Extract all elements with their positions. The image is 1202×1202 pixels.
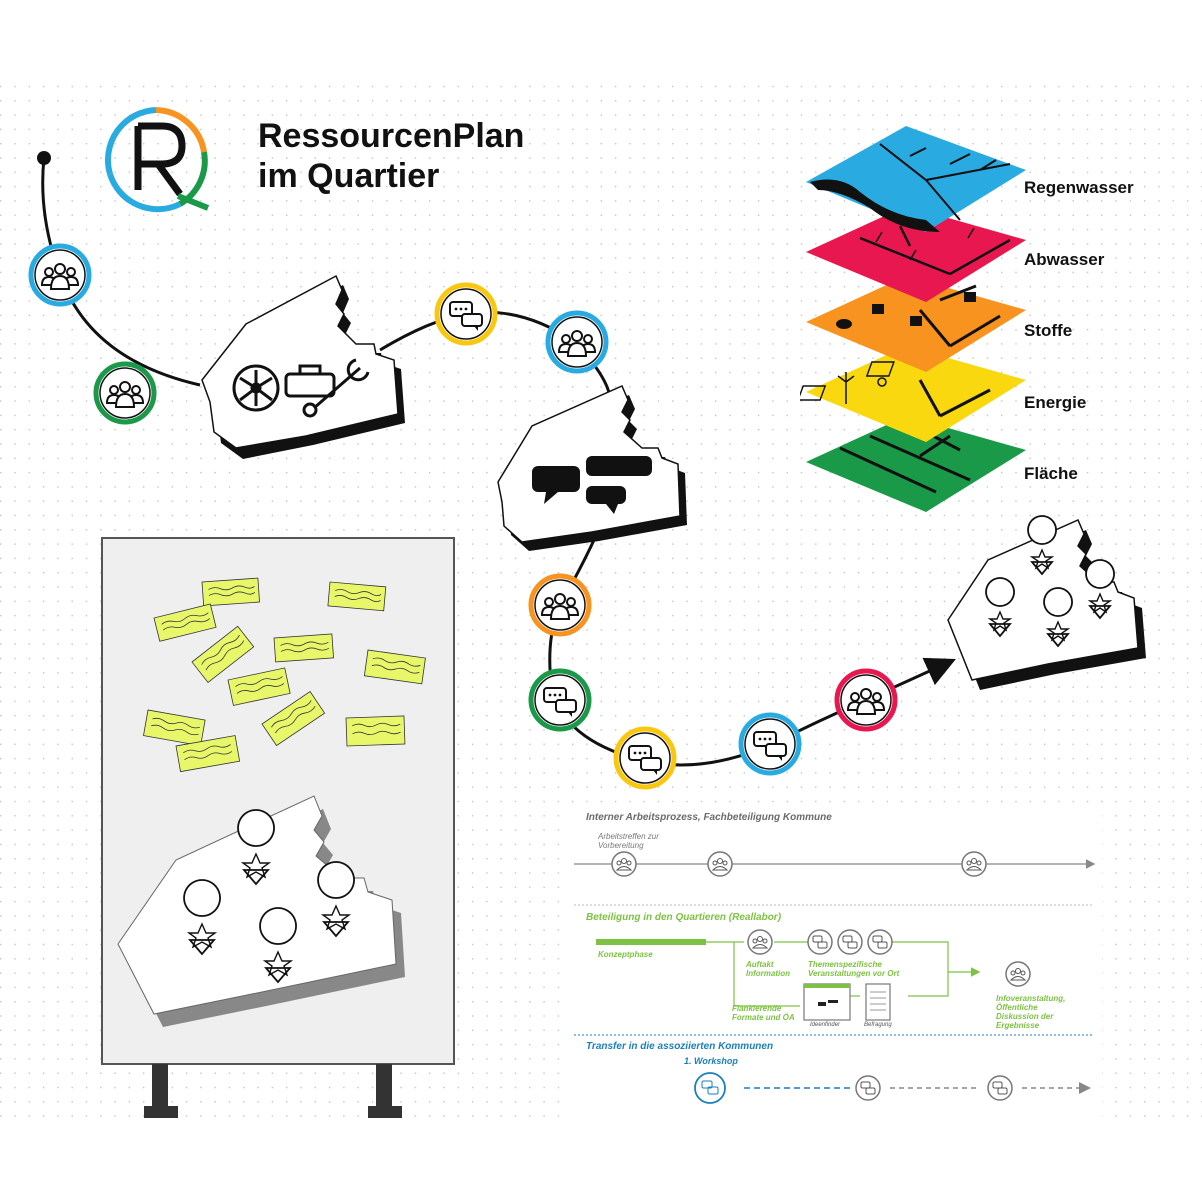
participation-title: Beteiligung in den Quartieren (Reallabor… [586,912,782,923]
info-event-line-3: Diskussion der [996,1012,1054,1021]
speech-bubbles-icon [532,456,652,514]
accompanying-formats-label: Flankierende Formate und ÖA [732,1004,795,1022]
node-people-3 [545,310,609,374]
info-event-line-2: Öffentliche [996,1003,1038,1012]
concept-phase-label: Konzeptphase [598,950,653,959]
title-line-2: im Quartier [258,157,440,195]
layer-label-stoffe: Stoffe [1024,321,1073,340]
accompanying-line-2: Formate und ÖA [732,1013,795,1022]
sticky-notes [143,577,426,773]
layer-label-regenwasser: Regenwasser [1024,178,1134,197]
accompanying-line-1: Flankierende [732,1004,782,1013]
kickoff-label-line-2: Information [746,969,790,978]
layer-label-flaeche: Fläche [1024,464,1078,483]
thematic-events-label: Themenspezifische Veranstaltungen vor Or… [808,960,899,978]
node-people-5 [834,668,898,732]
befragung-label: Befragung [864,1022,892,1028]
pinboard-legs [144,1064,402,1118]
layer-label-abwasser: Abwasser [1024,250,1105,269]
internal-process-title: Interner Arbeitsprozess, Fachbeteiligung… [586,812,832,823]
node-chat-1 [434,282,498,346]
layer-abwasser [806,206,1026,302]
resource-layers-stack [800,126,1026,512]
layer-flaeche [806,416,1026,512]
ideenfinder-label: Ideenfinder [810,1022,841,1028]
node-people-2 [93,361,157,425]
info-event-label: Infoveranstaltung, Öffentliche Diskussio… [996,994,1065,1030]
process-diagram [574,851,1096,1104]
district-goals-shape [947,515,1146,690]
info-event-line-1: Infoveranstaltung, [996,994,1066,1003]
star-pin-icons [985,515,1115,648]
node-chat-2 [528,668,592,732]
ideenfinder-thumbnail [803,983,851,1021]
thematic-events-line-1: Themenspezifische [808,960,882,969]
district-dialog-shape [497,385,687,551]
meeting-label: Arbeitstreffen zur Vorbereitung [598,832,659,850]
title-line-1: RessourcenPlan [258,117,525,155]
thematic-events-line-2: Veranstaltungen vor Ort [808,969,900,978]
rq-logo [105,107,210,213]
kickoff-label: Auftakt Information [746,960,790,978]
layer-regenwasser [806,126,1026,232]
page-title: RessourcenPlan im Quartier [258,116,524,196]
workshop-label: 1. Workshop [684,1056,738,1066]
pinboard-district-map [117,795,405,1027]
befragung-thumbnail [865,983,891,1021]
node-people-1 [28,243,92,307]
transfer-title: Transfer in die assoziierten Kommunen [586,1041,774,1052]
layer-stoffe [806,276,1026,372]
meeting-label-line-1: Arbeitstreffen zur [598,832,659,841]
pinboard [101,537,455,1118]
district-tools-shape [201,274,405,459]
node-people-4 [528,573,592,637]
layer-energie [800,346,1026,442]
node-chat-4 [738,712,802,776]
kickoff-label-line-1: Auftakt [746,960,774,969]
node-chat-3 [613,726,677,790]
layer-label-energie: Energie [1024,393,1087,412]
process-panel [568,806,1102,1118]
network-hub-icon [232,364,280,412]
meeting-label-line-2: Vorbereitung [598,841,644,850]
toolbox-wrench-icon [284,358,370,418]
info-event-line-4: Ergebnisse [996,1021,1040,1030]
